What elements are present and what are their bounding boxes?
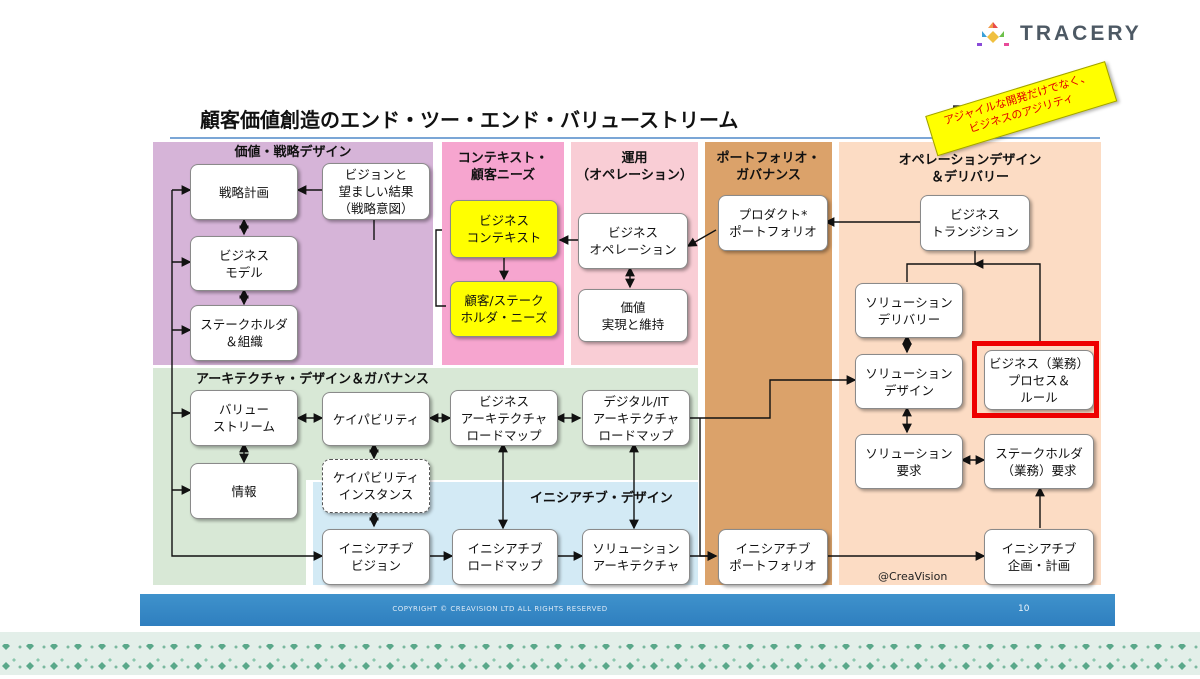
slide-footer xyxy=(140,594,1115,626)
box-capability-instance: ケイパビリティ インスタンス xyxy=(322,459,430,513)
label-context: コンテキスト・ 顧客ニーズ xyxy=(457,151,549,183)
box-stakeholder-requirements: ステークホルダ （業務）要求 xyxy=(984,434,1094,489)
copyright-text: COPYRIGHT © CREAVISION LTD ALL RIGHTS RE… xyxy=(392,605,608,613)
label-opdesign: オペレーションデザイン ＆デリバリー xyxy=(898,153,1042,185)
box-product-portfolio: プロダクト* ポートフォリオ xyxy=(718,195,828,251)
box-solution-requirements: ソリューション 要求 xyxy=(855,434,963,489)
box-value-delivery: 価値 実現と維持 xyxy=(578,289,688,342)
box-solution-delivery: ソリューション デリバリー xyxy=(855,283,963,338)
box-vision: ビジョンと 望ましい結果 （戦略意図） xyxy=(322,163,430,220)
box-stakeholder-org: ステークホルダ ＆組織 xyxy=(190,305,298,361)
box-initiative-vision: イニシアチブ ビジョン xyxy=(322,529,430,585)
box-initiative-roadmap: イニシアチブ ロードマップ xyxy=(452,529,558,585)
box-solution-design: ソリューション デザイン xyxy=(855,354,963,409)
label-architecture: アーキテクチャ・デザイン＆ガバナンス xyxy=(196,372,429,387)
box-business-operation: ビジネス オペレーション xyxy=(578,213,688,269)
credit-text: @CreaVision xyxy=(878,570,948,583)
highlight-frame xyxy=(972,341,1099,418)
tracery-logo-icon xyxy=(977,22,1009,46)
label-portfolio: ポートフォリオ・ ガバナンス xyxy=(716,151,821,183)
box-capability: ケイパビリティ xyxy=(322,392,430,446)
box-value-stream: バリュー ストリーム xyxy=(190,390,298,446)
box-customer-needs: 顧客/ステーク ホルダ・ニーズ xyxy=(450,281,558,337)
label-value-strategy: 価値・戦略デザイン xyxy=(234,145,352,160)
box-business-model: ビジネス モデル xyxy=(190,236,298,291)
box-solution-architecture: ソリューション アーキテクチャ xyxy=(582,529,690,585)
box-business-process: ビジネス（業務） プロセス＆ ルール xyxy=(984,350,1094,410)
decorative-pattern-band xyxy=(0,632,1200,675)
box-digital-it-roadmap: デジタル/IT アーキテクチャ ロードマップ xyxy=(582,390,690,446)
box-strategy-plan: 戦略計画 xyxy=(190,164,298,220)
box-business-arch-roadmap: ビジネス アーキテクチャ ロードマップ xyxy=(450,390,558,446)
box-initiative-portfolio: イニシアチブ ポートフォリオ xyxy=(718,529,828,585)
box-business-transition: ビジネス トランジション xyxy=(920,195,1030,251)
box-initiative-plan: イニシアチブ 企画・計画 xyxy=(984,529,1094,585)
title-underline xyxy=(170,137,1100,139)
pattern-icon xyxy=(0,644,1200,675)
label-operation: 運用 （オペレーション） xyxy=(576,151,693,183)
box-information: 情報 xyxy=(190,463,298,519)
brand-logo: TRACERY xyxy=(976,20,1142,48)
slide-title: 顧客価値創造のエンド・ツー・エンド・バリューストリーム xyxy=(200,108,739,132)
brand-name: TRACERY xyxy=(1020,22,1142,45)
box-business-context: ビジネス コンテキスト xyxy=(450,200,558,258)
page-number: 10 xyxy=(1018,604,1030,614)
